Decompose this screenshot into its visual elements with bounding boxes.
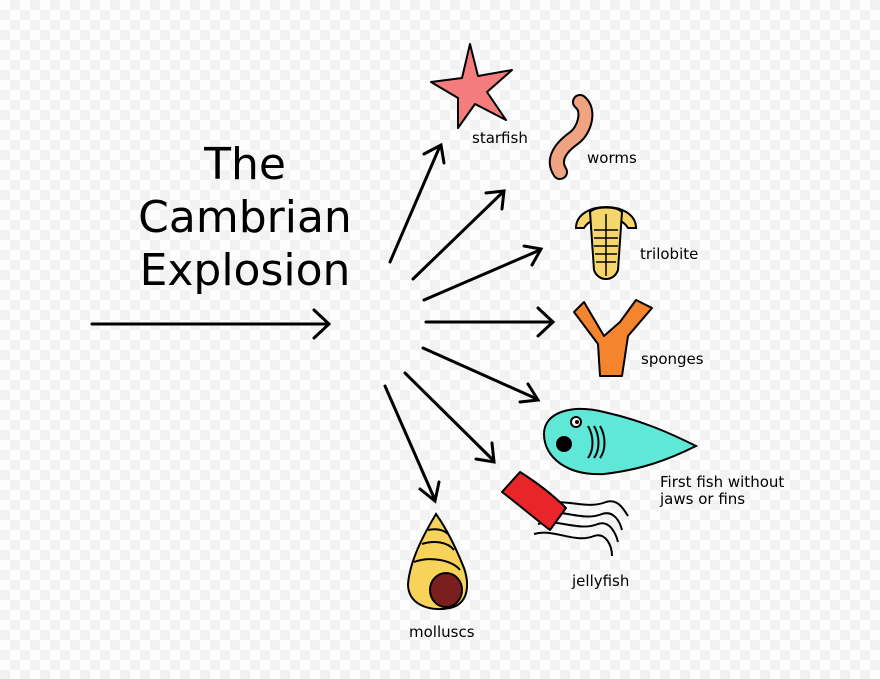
label-worms: worms: [587, 149, 637, 167]
label-fish-line-1: First fish without: [660, 473, 785, 491]
arrow-starfish: [388, 142, 446, 264]
label-fish-line-2: jaws or fins: [660, 490, 746, 508]
trilobite-icon: [574, 206, 638, 280]
label-starfish: starfish: [472, 129, 528, 147]
title-line-2: Cambrian: [138, 192, 352, 243]
arrow-worms: [411, 189, 506, 281]
arrow-sponges: [424, 306, 556, 338]
label-sponges: sponges: [641, 350, 704, 368]
arrow-fish: [421, 346, 541, 404]
title-line-3: Explosion: [139, 245, 351, 296]
main-arrow: [90, 308, 332, 340]
title-line-1: The: [204, 139, 286, 190]
sponge-icon: [573, 299, 653, 377]
arrow-trilobite: [422, 244, 544, 302]
jellyfish-icon: [501, 471, 629, 557]
shell-icon: [406, 512, 468, 610]
starfish-icon: [430, 43, 513, 129]
arrow-molluscs: [383, 384, 441, 504]
worm-icon: [548, 94, 594, 180]
label-jellyfish: jellyfish: [572, 572, 630, 590]
label-molluscs: molluscs: [409, 623, 475, 641]
label-trilobite: trilobite: [640, 245, 699, 263]
fish-icon: [542, 408, 699, 476]
arrow-jellyfish: [403, 371, 496, 464]
